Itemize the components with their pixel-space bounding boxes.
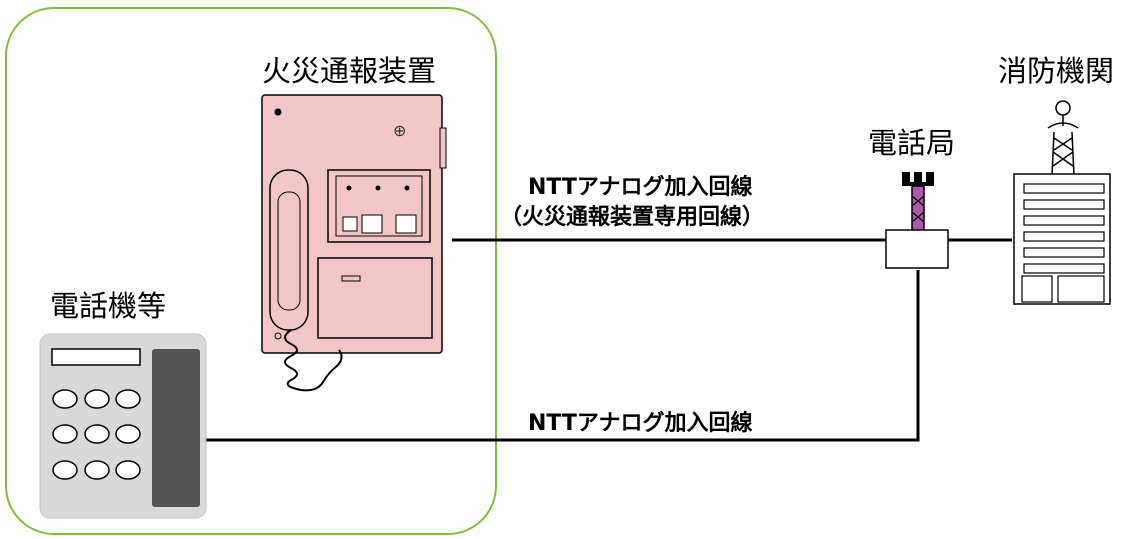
premises-box	[5, 7, 497, 535]
subscriber-line	[200, 270, 920, 442]
subscriber-line-label: NTTアナログ加入回線	[528, 411, 753, 436]
telephone-office-tower-icon	[885, 172, 949, 269]
phone-title: 電話機等	[50, 289, 167, 323]
telephone-office-title: 電話局	[868, 126, 956, 160]
svg-text:⊕: ⊕	[393, 121, 406, 140]
dedicated-line-label: NTTアナログ加入回線	[528, 175, 753, 200]
alarm-device-title: 火災通報装置	[262, 54, 437, 88]
fire-alarm-transmitter-icon: ⊕	[261, 94, 447, 392]
telephone-icon	[39, 333, 207, 519]
fire-department-title: 消防機関	[998, 54, 1115, 88]
dedicated-line-sublabel: （火災通報装置専用回線）	[500, 205, 765, 230]
fire-department-building-icon	[1013, 100, 1111, 305]
